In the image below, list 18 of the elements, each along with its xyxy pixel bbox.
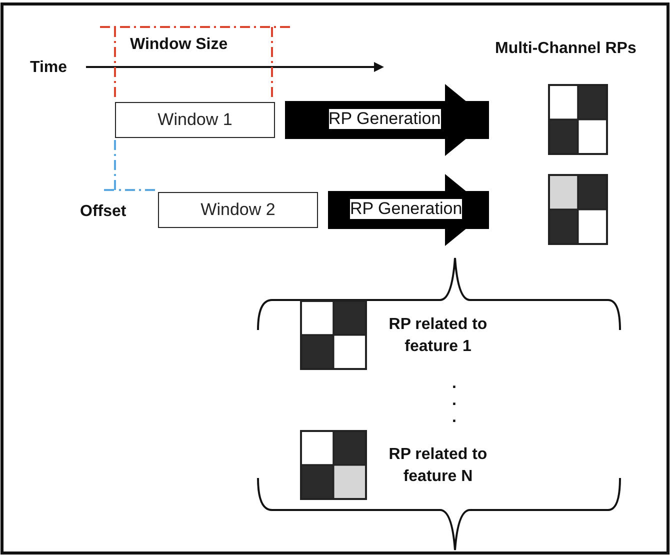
axis-label: Time [30, 59, 68, 77]
ellipsis-dot: . [452, 409, 456, 427]
node-label: RP related to feature N [388, 445, 488, 487]
label: Window Size [130, 36, 228, 54]
matrix-image [300, 430, 367, 500]
ellipsis-dot: . [452, 375, 456, 393]
matrix-image [548, 84, 608, 155]
heading: Multi-Channel RPs [495, 40, 636, 58]
edge-label: RP Generation [350, 199, 462, 219]
window-box: Window 2 [158, 192, 318, 228]
label: Offset [80, 203, 126, 221]
ellipsis-dot: . [452, 392, 456, 410]
node-label: RP related to feature 1 [388, 315, 488, 357]
block-arrow [328, 174, 489, 246]
edge-label: RP Generation [328, 109, 441, 129]
matrix-image [548, 174, 608, 245]
window-box: Window 1 [115, 102, 275, 138]
matrix-image [300, 300, 367, 370]
